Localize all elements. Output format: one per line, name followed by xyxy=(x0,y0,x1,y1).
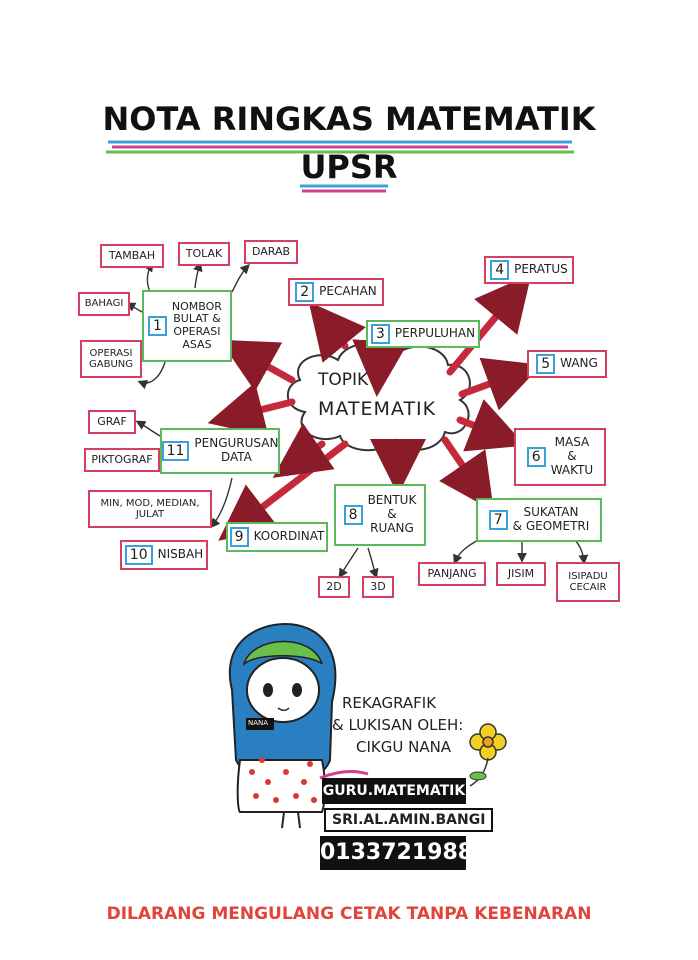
topic-11-label: PENGURUSAN DATA xyxy=(194,436,279,464)
topic-5-label: WANG xyxy=(560,356,598,371)
topic-4-box: 4 PERATUS xyxy=(484,256,574,284)
subtopic-isipadu-cecair: ISIPADU CECAIR xyxy=(556,562,620,602)
topic-9-label: KOORDINAT xyxy=(253,529,325,544)
topic-4-number: 4 xyxy=(490,260,510,280)
name-tag: NANA xyxy=(248,719,269,727)
subtopic-operasi-gabung: OPERASI GABUNG xyxy=(80,340,142,378)
topic-4-label: PERATUS xyxy=(514,262,568,277)
subtopic-min-mod-median: MIN, MOD, MEDIAN, JULAT xyxy=(88,490,212,528)
topic-8-box: 8 BENTUK & RUANG xyxy=(334,484,426,546)
topic-arrows xyxy=(207,273,542,541)
subtopic-darab: DARAB xyxy=(244,240,298,264)
topic-6-box: 6 MASA & WAKTU xyxy=(514,428,606,486)
topic-2-label: PECAHAN xyxy=(319,284,377,299)
subtopic-bahagi: BAHAGI xyxy=(78,292,130,316)
topic-8-number: 8 xyxy=(343,505,363,525)
topic-1-number: 1 xyxy=(148,316,167,336)
credit-badge: GURU.MATEMATIK xyxy=(322,778,466,804)
footer-warning: DILARANG MENGULANG CETAK TANPA KEBENARAN xyxy=(106,904,592,924)
topic-10-label: NISBAH xyxy=(157,547,204,562)
topic-1-label: NOMBOR BULAT & OPERASI ASAS xyxy=(171,299,222,351)
title-underlines xyxy=(106,140,574,193)
credit-line-2: & LUKISAN OLEH: xyxy=(332,716,464,734)
topic-2-box: 2 PECAHAN xyxy=(288,278,384,306)
subtopic-3d: 3D xyxy=(362,576,394,598)
subtopic-tambah: TAMBAH xyxy=(100,244,164,268)
topic-6-number: 6 xyxy=(526,447,546,467)
topic-5-number: 5 xyxy=(536,354,556,374)
page-subtitle: UPSR xyxy=(300,148,398,186)
subtopic-panjang: PANJANG xyxy=(418,562,486,586)
topic-10-number: 10 xyxy=(124,545,153,565)
center-label-top: TOPIK xyxy=(318,370,369,390)
topic-9-number: 9 xyxy=(229,527,249,547)
topic-6-label: MASA & WAKTU xyxy=(550,435,594,477)
subtopic-graf: GRAF xyxy=(88,410,136,434)
credit-line-3: CIKGU NANA xyxy=(356,738,452,756)
subtopic-piktograf: PIKTOGRAF xyxy=(84,448,160,472)
subtopic-jisim: JISIM xyxy=(496,562,546,586)
topic-10-box: 10 NISBAH xyxy=(120,540,208,570)
page-title: NOTA RINGKAS MATEMATIK xyxy=(102,100,596,138)
subtopic-tolak: TOLAK xyxy=(178,242,230,266)
topic-3-number: 3 xyxy=(370,324,390,344)
topic-3-box: 3 PERPULUHAN xyxy=(366,320,480,348)
topic-9-box: 9 KOORDINAT xyxy=(226,522,328,552)
topic-7-number: 7 xyxy=(488,510,508,530)
topic-3-label: PERPULUHAN xyxy=(394,326,476,341)
topic-8-label: BENTUK & RUANG xyxy=(367,493,417,535)
topic-11-box: 11 PENGURUSAN DATA xyxy=(160,428,280,474)
topic-2-number: 2 xyxy=(295,282,315,302)
subtopic-2d: 2D xyxy=(318,576,350,598)
credit-school: SRI.AL.AMIN.BANGI xyxy=(324,808,494,832)
center-label-main: MATEMATIK xyxy=(318,398,437,420)
flower-icon xyxy=(469,723,507,787)
topic-7-box: 7 SUKATAN & GEOMETRI xyxy=(476,498,602,542)
credit-line-1: REKAGRAFIK xyxy=(342,694,437,712)
subtopic-arrows xyxy=(125,261,589,579)
girl-illustration xyxy=(228,622,369,829)
topic-11-number: 11 xyxy=(161,441,190,461)
topic-7-label: SUKATAN & GEOMETRI xyxy=(512,505,590,533)
topic-5-box: 5 WANG xyxy=(527,350,607,378)
credit-phone: 0133721988 xyxy=(320,836,473,870)
topic-1-box: 1 NOMBOR BULAT & OPERASI ASAS xyxy=(142,290,232,362)
